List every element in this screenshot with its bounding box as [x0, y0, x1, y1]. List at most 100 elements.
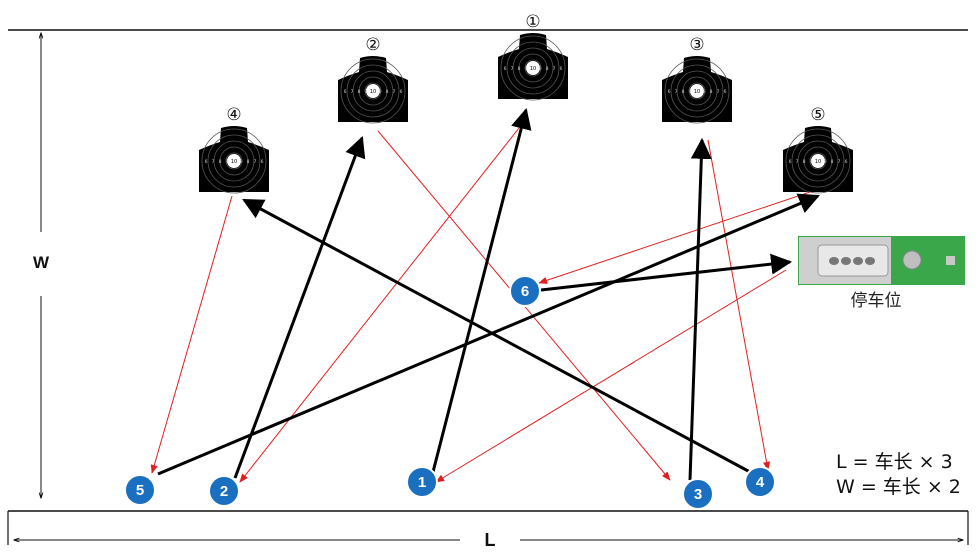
target-bullseye: [690, 84, 704, 98]
target-ring: [346, 64, 400, 118]
target-ring: [500, 35, 566, 101]
shot-arrow-p6-to-car: [540, 253, 793, 292]
target-ring-number: 7: [351, 89, 354, 95]
target-label: ④: [226, 105, 241, 125]
target-ring: [506, 41, 560, 95]
shot-arrow-p5-to-t5: [157, 193, 820, 476]
target-ring-number: 8: [546, 66, 549, 72]
position-badge-4: 4: [744, 466, 776, 498]
target-ring-number: 7: [511, 66, 514, 72]
target-ring-number: 9: [539, 66, 542, 72]
target-ring: [791, 134, 845, 188]
target-ring-number: 6: [724, 89, 727, 95]
target-bullseye: [526, 61, 540, 75]
position-badge-5: 5: [124, 474, 156, 506]
target-ring-number: 7: [254, 159, 257, 165]
target-ring: [803, 146, 833, 176]
shot-arrow-p3-to-t3: [688, 137, 712, 481]
target-ring: [809, 152, 827, 170]
target-ring-number: 9: [365, 89, 368, 95]
move-arrow-t3-to-p4: [707, 139, 771, 471]
position-badge-circle: [124, 474, 156, 506]
target-ring-number: 9: [379, 89, 382, 95]
formula-length: L = 车长 × 3: [836, 451, 953, 473]
target-label: ⑤: [810, 105, 825, 125]
width-label: W: [33, 253, 50, 272]
formula-width: W = 车长 × 2: [836, 476, 961, 498]
target-ring-number: 6: [261, 159, 264, 165]
target-bullseye: [366, 84, 380, 98]
target-ring-number: 8: [386, 89, 389, 95]
target-ring: [797, 140, 839, 182]
target-ring-number: 6: [205, 159, 208, 165]
target-ring-number: 10: [231, 159, 237, 165]
target-ring-number: 8: [518, 66, 521, 72]
target-ring-number: 8: [247, 159, 250, 165]
car-roof: [817, 244, 889, 277]
target-ring: [524, 59, 542, 77]
target-ring-number: 8: [358, 89, 361, 95]
car-tail-light: [946, 256, 955, 265]
target-label: ③: [689, 35, 704, 55]
length-label: L: [485, 530, 496, 550]
target-ring-number: 6: [845, 159, 848, 165]
target-label: ②: [365, 35, 380, 55]
target-label: ①: [525, 12, 540, 32]
target-ring-number: 7: [393, 89, 396, 95]
position-badge-circle: [744, 466, 776, 498]
target-ring: [682, 76, 712, 106]
target-ring: [512, 47, 554, 89]
target-ring: [207, 134, 261, 188]
target-ring-number: 9: [226, 159, 229, 165]
target-ring-number: 6: [504, 66, 507, 72]
target-ring: [676, 70, 718, 112]
position-badge-2: 2: [208, 475, 240, 507]
position-number: 6: [521, 283, 529, 300]
target-ring-number: 10: [694, 89, 700, 95]
move-arrow-t5-to-p6: [538, 191, 811, 284]
target-ring: [688, 82, 706, 100]
target-ring: [785, 128, 851, 194]
target-ring: [340, 58, 406, 124]
target-bullseye: [811, 154, 825, 168]
shot-arrows: [157, 107, 820, 481]
target-ring: [213, 140, 255, 182]
position-number: 3: [694, 486, 702, 503]
target-ring-number: 8: [803, 159, 806, 165]
target-ring-number: 10: [530, 66, 536, 72]
target-ring-number: 9: [689, 89, 692, 95]
position-badge-3: 3: [682, 478, 714, 510]
target-bullseye: [227, 154, 241, 168]
shot-arrow-p4-to-t4: [242, 198, 751, 474]
target-ring: [670, 64, 724, 118]
target-ring-number: 8: [219, 159, 222, 165]
target-ring-number: 7: [796, 159, 799, 165]
target-ring-number: 6: [560, 66, 563, 72]
target-ring-number: 6: [344, 89, 347, 95]
target-ring-number: 10: [815, 159, 821, 165]
position-number: 4: [756, 474, 765, 491]
target-ring: [225, 152, 243, 170]
position-badge-1: 1: [406, 466, 438, 498]
position-number: 1: [418, 474, 426, 491]
shooting-positions: 1 2 3 4 5 6: [124, 275, 776, 510]
car-spare-wheel: [902, 250, 922, 270]
target-ring-number: 7: [717, 89, 720, 95]
target-ring-number: 6: [668, 89, 671, 95]
target-ring-number: 7: [838, 159, 841, 165]
target-ring: [364, 82, 382, 100]
move-arrow-t1-to-p2: [239, 127, 520, 483]
car-roof-lights: [829, 257, 875, 265]
parking-spot-label: 停车位: [851, 291, 902, 311]
target-ring-number: 9: [240, 159, 243, 165]
target-ring: [201, 128, 267, 194]
shot-arrow-p1-to-t1: [431, 107, 532, 473]
target-ring-number: 9: [525, 66, 528, 72]
target-ring: [219, 146, 249, 176]
